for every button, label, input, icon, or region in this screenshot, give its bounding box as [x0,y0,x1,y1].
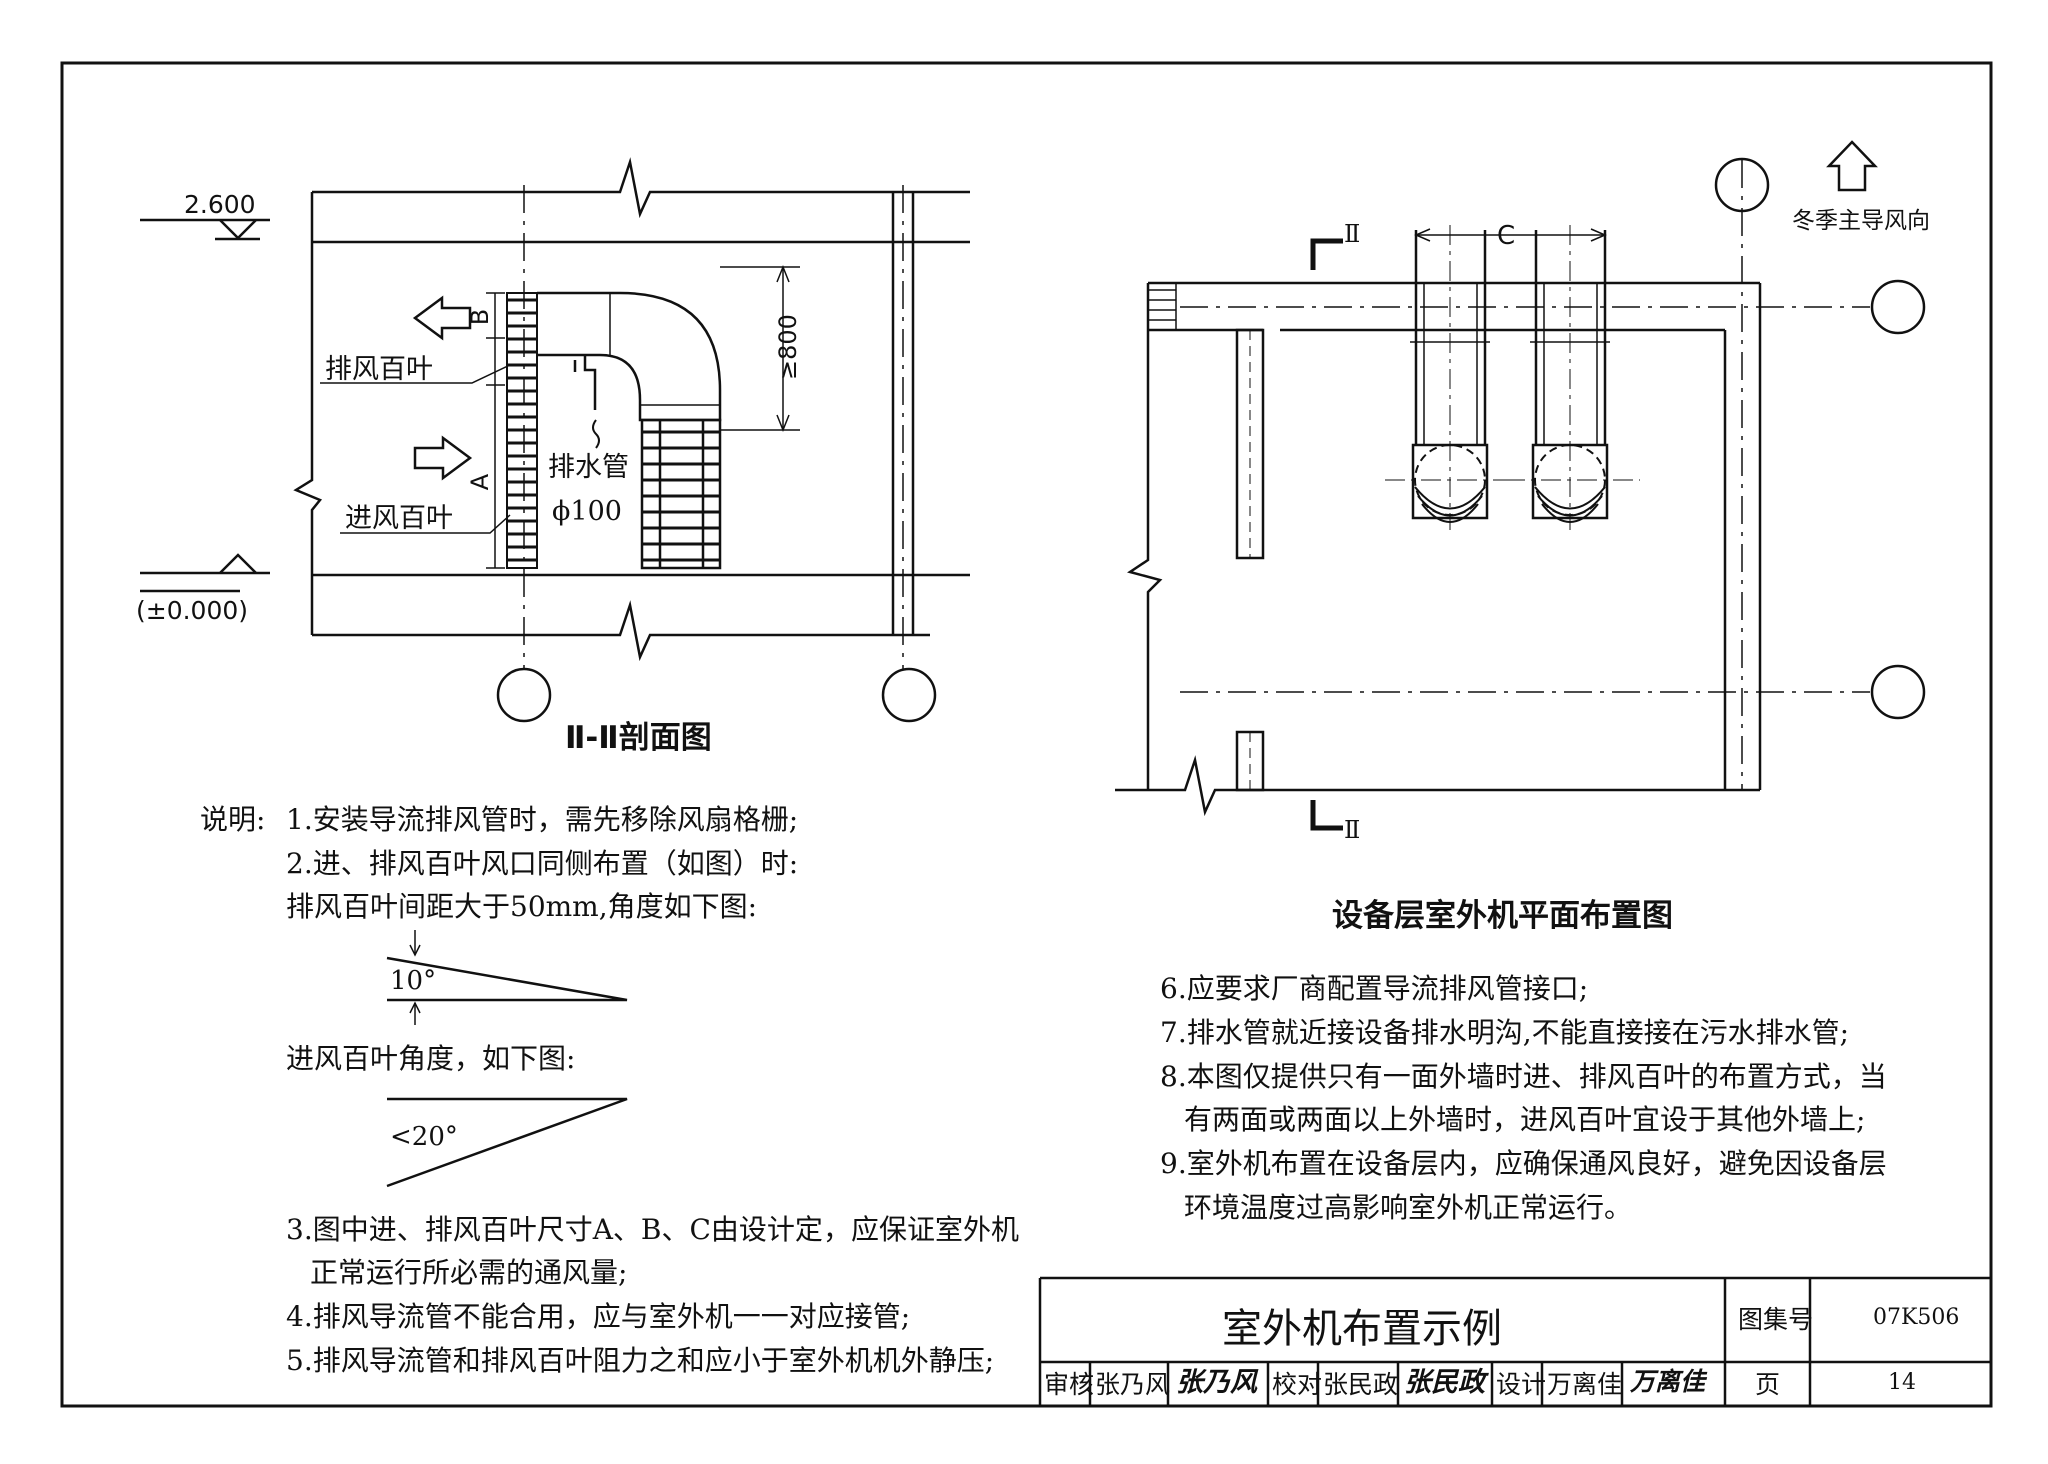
title-block-lines [1038,1276,1991,1406]
bottom-slab-line [312,600,930,662]
note-3a: 3.图中进、排风百叶尺寸A、B、C由设计定，应保证室外机 [286,1213,1019,1246]
elevation-top-symbol [219,219,257,240]
note-9b: 环境温度过高影响室外机正常运行。 [1184,1191,1633,1224]
reviewer-signature: 张乃风 [1176,1367,1257,1398]
note-7: 7.排水管就近接设备排水明沟,不能直接接在污水排水管; [1160,1016,1850,1049]
note-1: 1.安装导流排风管时，需先移除风扇格栅; [286,803,799,836]
plan-view [1115,140,1926,831]
intake-arrow [413,435,473,481]
review-label: 审核 [1044,1370,1095,1399]
axis-bubble [1870,279,1926,335]
atlas-no-label: 图集号 [1738,1305,1814,1334]
cut-mark-top [1310,238,1343,270]
note-5: 5.排风导流管和排风百叶阻力之和应小于室外机机外静压; [286,1344,995,1377]
angle-10-figure [386,956,628,1002]
section-view [140,157,970,723]
duct-unit-1 [1385,225,1520,530]
designer: 万离佳 [1547,1370,1623,1399]
note-6: 6.应要求厂商配置导流排风管接口; [1160,972,1589,1005]
page-no: 14 [1888,1370,1916,1395]
atlas-no: 07K506 [1873,1305,1960,1330]
note-4: 4.排风导流管不能合用，应与室外机一一对应接管; [286,1300,911,1333]
plan-bottom-wall [1115,755,1760,817]
axis-bubble [1870,664,1926,720]
design-label: 设计 [1496,1370,1547,1399]
angle-20-figure [386,1097,628,1188]
wind-direction-arrow [1826,140,1878,192]
cut-label-bottom: Ⅱ [1344,816,1361,844]
outdoor-unit [640,418,722,570]
dim-b: B [466,308,495,326]
checker-signature: 张民政 [1404,1367,1485,1398]
top-slab-line [312,157,970,219]
elevation-bottom-symbol [219,553,257,574]
label-intake-louver: 进风百叶 [345,503,453,534]
angle-10-label: 10° [390,966,437,996]
plan-left-wall [1127,283,1163,790]
left-wall [293,192,323,635]
cut-label-top: Ⅱ [1344,220,1361,248]
note-3b: 正常运行所必需的通风量; [310,1256,628,1289]
note-8b: 有两面或两面以上外墙时，进风百叶宜设于其他外墙上; [1184,1103,1866,1136]
designer-signature: 万离佳 [1630,1367,1706,1396]
dim-c: C [1497,221,1516,251]
check-label: 校对 [1272,1370,1323,1399]
angle-figures [386,930,628,1188]
dim-a: A [466,473,495,491]
duct-unit-2 [1505,225,1640,530]
note-8a: 8.本图仅提供只有一面外墙时进、排风百叶的布置方式，当 [1160,1060,1887,1093]
section-caption: Ⅱ-Ⅱ剖面图 [565,720,712,756]
label-drain-size: ϕ100 [552,496,622,527]
dim-800: ≥800 [773,314,802,380]
note-2c: 进风百叶角度，如下图: [286,1042,576,1075]
page-label: 页 [1755,1370,1781,1399]
sheet-border [60,61,1993,1408]
drawing-title: 室外机布置示例 [1222,1306,1502,1352]
axis-bubble [1714,157,1770,213]
axis-bubble [881,667,937,723]
exhaust-arrow [412,295,472,341]
note-2b: 排风百叶间距大于50mm,角度如下图: [286,890,758,923]
label-exhaust-louver: 排风百叶 [325,354,433,385]
angle-20-label: <20° [390,1122,458,1152]
checker: 张民政 [1323,1370,1399,1399]
elevation-top: 2.600 [184,190,256,219]
drain-pipe [573,355,597,410]
cut-mark-bottom [1310,800,1343,831]
axis-bubble [496,667,552,723]
exhaust-duct [537,291,722,422]
wind-direction-label: 冬季主导风向 [1792,208,1930,234]
note-9a: 9.室外机布置在设备层内，应确保通风良好，避免因设备层 [1160,1147,1887,1180]
elevation-bottom: (±0.000) [136,596,249,625]
louver-blades [507,298,537,562]
reviewer: 张乃风 [1095,1370,1171,1399]
note-2a: 2.进、排风百叶风口同侧布置（如图）时: [286,847,799,880]
plan-caption: 设备层室外机平面布置图 [1332,898,1673,934]
label-drain-pipe: 排水管 [548,452,629,483]
notes-prefix: 说明: [200,803,266,836]
